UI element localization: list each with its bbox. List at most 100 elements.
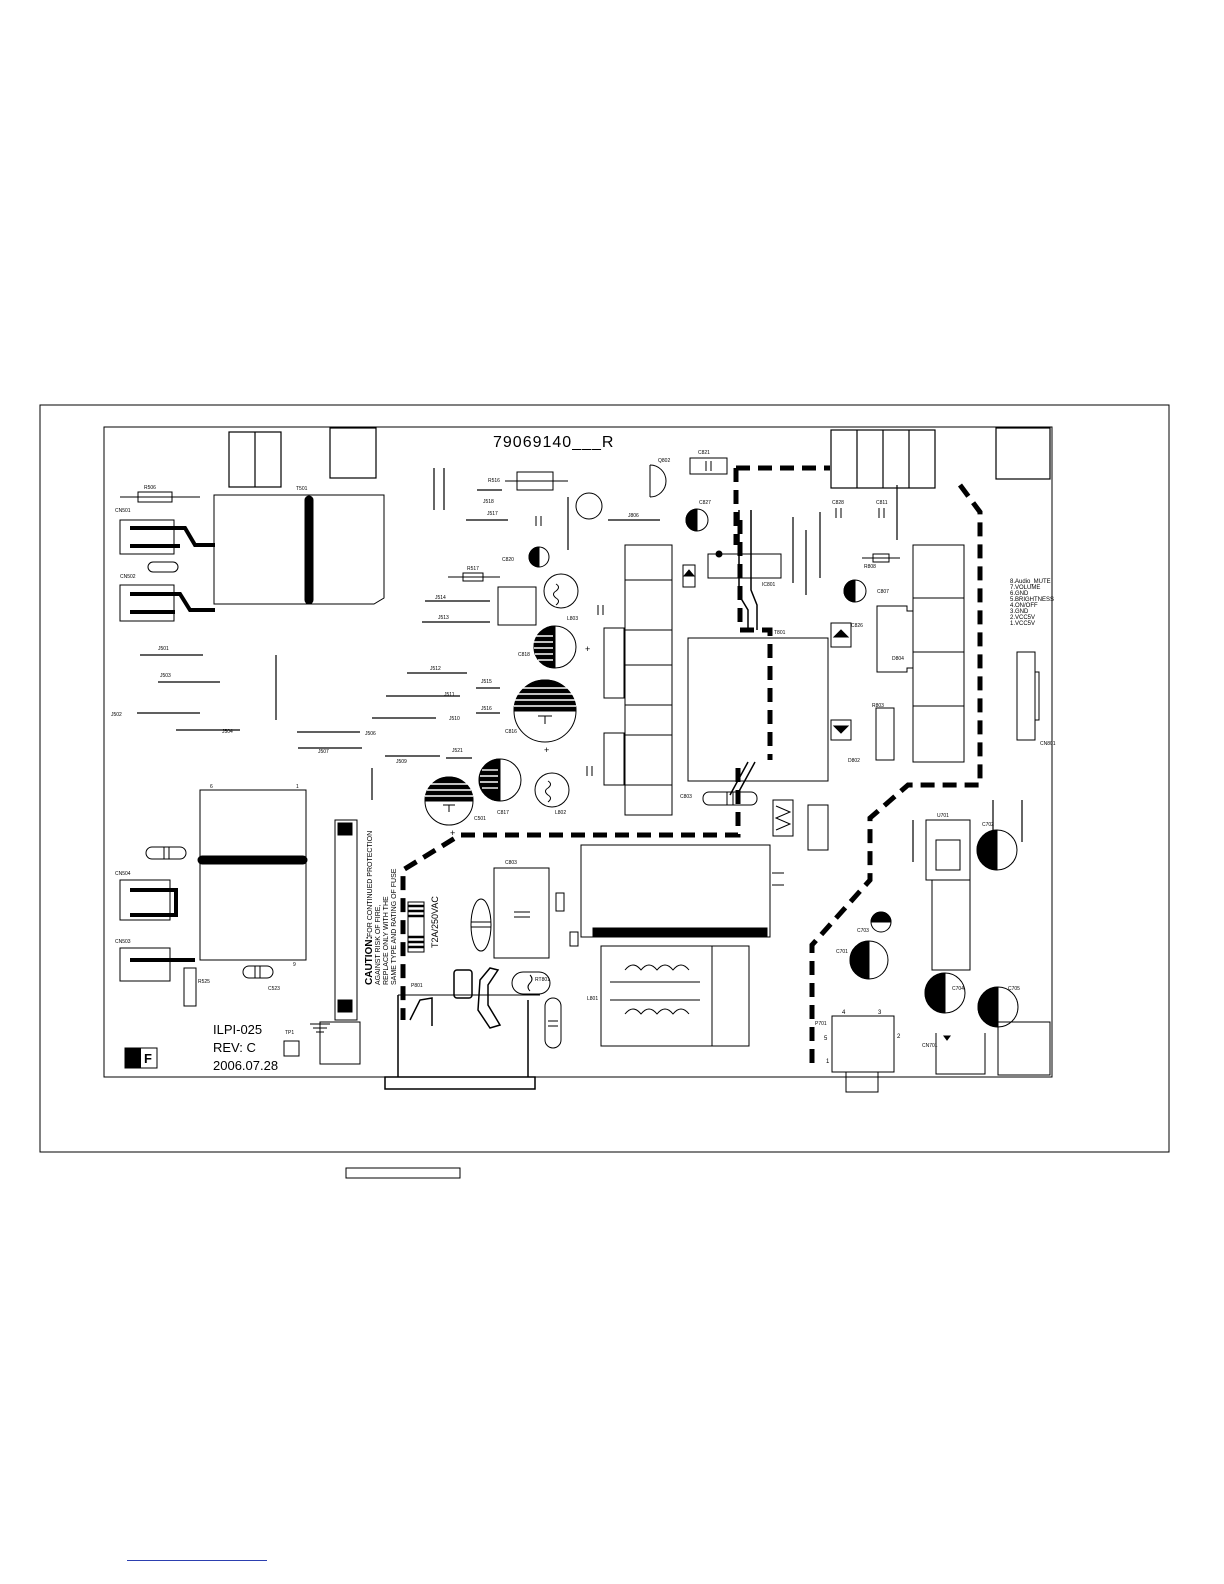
label-j503: J503	[160, 673, 171, 679]
label-j521: J521	[452, 748, 463, 754]
resistor-r516	[505, 471, 568, 491]
transformer-t801	[687, 637, 829, 782]
capacitor-c820	[528, 546, 550, 568]
heatsink-mid	[497, 586, 537, 626]
label-j510: J510	[449, 716, 460, 722]
capacitor-c813	[586, 766, 593, 776]
label-r506: R506	[144, 485, 156, 491]
pin-label: 6.GND	[1010, 591, 1029, 597]
connector-cn504	[119, 879, 178, 921]
thermistor-rt801	[511, 971, 551, 995]
pin-label: 2.VCC5V	[1010, 615, 1035, 621]
resistor-r802	[772, 799, 794, 837]
choke-l801	[600, 945, 750, 1047]
pinout-block: 8.Audio_MUTE 7.VOLUME 6.GND 5.BRIGHTNESS…	[1010, 579, 1054, 627]
label-c701: C701	[836, 949, 848, 955]
label-c817: C817	[497, 810, 509, 816]
label-r808: R808	[864, 564, 876, 570]
fuse-f801	[407, 901, 425, 953]
board-rev: REV: C	[213, 1040, 256, 1055]
transistor-small	[575, 492, 603, 520]
label-j513: J513	[438, 615, 449, 621]
label-j806: J806	[628, 513, 639, 519]
label-c826: C826	[851, 623, 863, 629]
label-p801: P801	[411, 983, 423, 989]
heatsink-right	[876, 544, 965, 763]
label-t501: T501	[296, 486, 308, 492]
capacitor-cb02	[470, 898, 492, 952]
label-j501: J501	[158, 646, 169, 652]
label-c703: C703	[857, 928, 869, 934]
resistor-small-mid	[569, 931, 579, 947]
label-j518: J518	[483, 499, 494, 505]
caution-notice: CAUTION: FOR CONTINUED PROTECTION AGAINS…	[364, 831, 398, 985]
svg-text:F: F	[144, 1051, 152, 1066]
frame-caption-box	[345, 1167, 461, 1179]
capacitor-c814	[597, 605, 604, 615]
capacitor-c827	[685, 508, 709, 532]
label-c704: C704	[952, 986, 964, 992]
connector-cn801	[1016, 651, 1040, 741]
label-c807: C807	[877, 589, 889, 595]
ac-inlet-p801	[384, 967, 540, 1090]
pin-1: 1	[296, 784, 299, 790]
capacitor-c701	[849, 940, 889, 980]
transistor-q802	[649, 464, 667, 498]
caution-line: SAME TYPE AND RATING OF FUSE	[391, 868, 398, 985]
fuse-rating: T2A/250VAC	[430, 896, 440, 948]
pin-label: 4.ON/OFF	[1010, 603, 1038, 609]
label-t801: T801	[774, 630, 786, 636]
plus-c501: +	[450, 828, 455, 838]
label-j517: J517	[487, 511, 498, 517]
capacitor-c816	[513, 679, 577, 743]
caution-line: REPLACE ONLY WITH THE	[383, 896, 390, 985]
capacitor-c705	[977, 986, 1019, 1028]
label-l803: L803	[567, 616, 578, 622]
trace-lines	[729, 510, 758, 796]
caution-line: FOR CONTINUED PROTECTION	[367, 831, 374, 937]
diode-d804	[830, 622, 852, 648]
label-c816: C816	[505, 729, 517, 735]
inductor-l803	[543, 573, 579, 609]
pin-label: 7.VOLUME	[1010, 585, 1040, 591]
label-l801: L801	[587, 996, 598, 1002]
label-c803: C803	[680, 794, 692, 800]
diode-d802	[830, 719, 852, 741]
label-cn503: CN503	[115, 939, 131, 945]
capacitor-c702	[976, 829, 1018, 871]
label-u701: U701	[937, 813, 949, 819]
label-j506: J506	[365, 731, 376, 737]
pin-label: 3.GND	[1010, 609, 1029, 615]
resistor-r506	[120, 491, 200, 503]
plus-c818: +	[585, 644, 590, 654]
label-j514: J514	[435, 595, 446, 601]
label-cn502: CN502	[120, 574, 136, 580]
heatsink-top-left	[228, 427, 377, 488]
label-c705: C705	[1008, 986, 1020, 992]
jumper-lines-right	[792, 485, 1023, 862]
connector-p701	[831, 1015, 895, 1093]
test-point-tp1	[283, 1040, 300, 1057]
board-outline	[103, 426, 1053, 1078]
transformer-lower-left	[197, 789, 308, 961]
ic801	[707, 550, 782, 579]
label-j511: J511	[444, 692, 455, 698]
bridge-heatsink	[580, 844, 771, 938]
label-p701: P701	[815, 1021, 827, 1027]
connector-cn701	[935, 1033, 986, 1075]
label-c828: C828	[832, 500, 844, 506]
pin-label: 5.BRIGHTNESS	[1010, 597, 1054, 603]
label-cn501: CN501	[115, 508, 131, 514]
inductor-l802	[534, 772, 570, 808]
connector-strip	[334, 819, 358, 1021]
capacitor-c818	[533, 625, 577, 669]
label-j512: J512	[430, 666, 441, 672]
resistor-r801	[555, 892, 565, 912]
label-l802: L802	[555, 810, 566, 816]
pin-6: 6	[210, 784, 213, 790]
label-r517: R517	[467, 566, 479, 572]
capacitor-c802	[772, 872, 784, 886]
connector-cn501	[119, 519, 215, 573]
board-date: 2006.07.28	[213, 1058, 278, 1073]
